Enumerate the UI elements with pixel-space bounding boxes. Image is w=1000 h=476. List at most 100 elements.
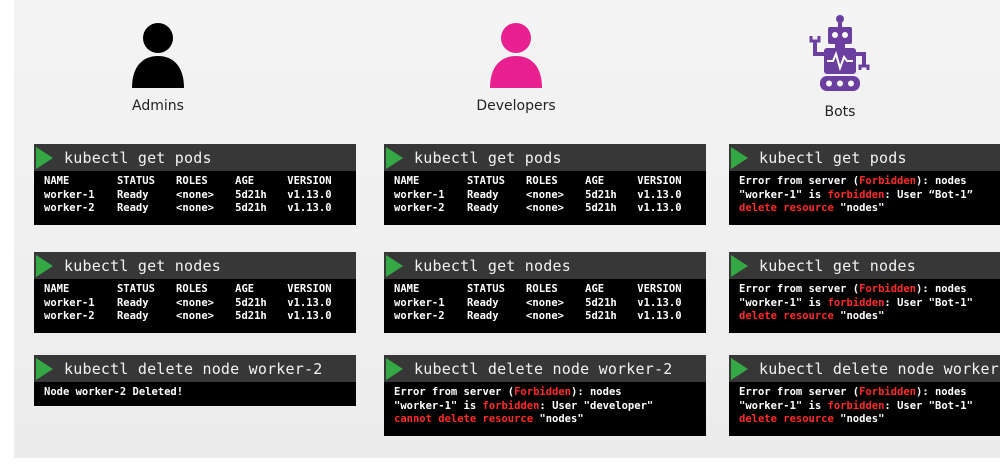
column-header: STATUS <box>466 283 505 295</box>
terminal-header: kubectl delete node worker-2 <box>384 355 706 382</box>
terminal-header: kubectl get pods <box>34 144 356 171</box>
output-line: Node worker-2 Deleted! <box>44 386 184 398</box>
terminal-header: kubectl delete node worker-2 <box>34 355 356 382</box>
table-cell: worker-1 <box>394 296 445 309</box>
user-icon <box>490 23 542 88</box>
table-row: worker-1 Ready <none> 5d21h v1.13.0 <box>44 189 346 203</box>
play-icon <box>36 357 53 380</box>
table-row: worker-2 Ready <none> 5d21h v1.13.0 <box>44 202 346 216</box>
column-header: VERSION <box>287 283 332 295</box>
table-cell: worker-1 <box>44 296 95 309</box>
column-header: STATUS <box>466 175 505 187</box>
table-cell: worker-2 <box>394 202 445 214</box>
terminal-output: NAME STATUS ROLES AGE VERSION worker-1 R… <box>34 171 356 222</box>
terminal-output: NAME STATUS ROLES AGE VERSION worker-1 R… <box>384 171 706 222</box>
column-header: NAME <box>44 175 70 187</box>
command-text: kubectl get nodes <box>759 256 916 275</box>
table-cell: 5d21h <box>585 202 617 214</box>
table-cell: 5d21h <box>585 188 617 201</box>
error-line: Error from server (Forbidden): nodes <box>739 386 967 398</box>
play-icon <box>386 357 403 380</box>
error-line: "worker-1" is forbidden: User "Bot-1" <box>739 399 973 412</box>
table-cell: 5d21h <box>585 310 617 322</box>
terminal-admins-delete-node: kubectl delete node worker-2 Node worker… <box>34 355 356 406</box>
terminal-bots-delete-node: kubectl delete node worker-2 Error from … <box>729 355 1000 436</box>
output-table: NAME STATUS ROLES AGE VERSION worker-1 R… <box>44 175 346 216</box>
terminal-output: Error from server (Forbidden): nodes "wo… <box>729 382 1000 433</box>
table-cell: Ready <box>466 296 499 309</box>
table-cell: Ready <box>116 310 149 322</box>
table-cell: <none> <box>526 310 564 322</box>
play-icon <box>731 357 748 380</box>
terminal-header: kubectl get nodes <box>729 252 1000 279</box>
command-text: kubectl delete node worker-2 <box>414 359 673 378</box>
play-icon <box>386 254 403 277</box>
table-cell: v1.13.0 <box>637 202 682 214</box>
column-header: AGE <box>585 175 605 187</box>
error-line: Error from server (Forbidden): nodes <box>739 175 967 187</box>
terminal-developers-delete-node: kubectl delete node worker-2 Error from … <box>384 355 706 436</box>
column-header: STATUS <box>116 175 155 187</box>
persona-label: Bots <box>824 104 856 120</box>
error-line: "worker-1" is forbidden: User "Bot-1" <box>739 296 973 309</box>
terminal-header: kubectl get nodes <box>384 252 706 279</box>
terminal-header: kubectl get nodes <box>34 252 356 279</box>
command-text: kubectl delete node worker-2 <box>64 359 323 378</box>
table-cell: v1.13.0 <box>287 188 332 201</box>
table-cell: v1.13.0 <box>287 310 332 322</box>
table-cell: 5d21h <box>235 310 267 322</box>
robot-icon <box>809 15 870 91</box>
command-text: kubectl get nodes <box>64 256 221 275</box>
table-cell: Ready <box>466 202 499 214</box>
error-line: "worker-1" is forbidden: User “Bot-1” <box>739 188 973 201</box>
output-table: NAME STATUS ROLES AGE VERSION worker-1 R… <box>394 283 696 324</box>
table-row: worker-2 Ready <none> 5d21h v1.13.0 <box>394 202 696 216</box>
table-cell: worker-1 <box>44 188 95 201</box>
terminal-developers-get-nodes: kubectl get nodes NAME STATUS ROLES AGE … <box>384 252 706 333</box>
persona-developers: Developers <box>461 20 571 114</box>
terminal-output: Node worker-2 Deleted! <box>34 382 356 406</box>
column-header: VERSION <box>637 175 682 187</box>
error-line: delete resource "nodes" <box>739 413 885 425</box>
column-header: NAME <box>394 175 420 187</box>
play-icon <box>731 254 748 277</box>
column-header: ROLES <box>526 283 558 295</box>
table-cell: v1.13.0 <box>637 296 682 309</box>
table-header-row: NAME STATUS ROLES AGE VERSION <box>394 283 696 297</box>
table-cell: worker-2 <box>394 310 445 322</box>
table-header-row: NAME STATUS ROLES AGE VERSION <box>44 283 346 297</box>
table-cell: v1.13.0 <box>287 202 332 214</box>
terminal-bots-get-nodes: kubectl get nodes Error from server (For… <box>729 252 1000 333</box>
terminal-header: kubectl delete node worker-2 <box>729 355 1000 382</box>
table-cell: worker-1 <box>394 188 445 201</box>
table-cell: Ready <box>116 188 149 201</box>
slide-canvas: Admins Developers Bots <box>14 0 1000 458</box>
terminal-developers-get-pods: kubectl get pods NAME STATUS ROLES AGE V… <box>384 144 706 225</box>
terminal-header: kubectl get pods <box>384 144 706 171</box>
table-row: worker-1 Ready <none> 5d21h v1.13.0 <box>44 297 346 311</box>
output-table: NAME STATUS ROLES AGE VERSION worker-1 R… <box>44 283 346 324</box>
play-icon <box>731 146 748 169</box>
column-header: ROLES <box>176 283 208 295</box>
table-cell: 5d21h <box>235 202 267 214</box>
table-cell: worker-2 <box>44 310 95 322</box>
output-table: NAME STATUS ROLES AGE VERSION worker-1 R… <box>394 175 696 216</box>
terminal-output: NAME STATUS ROLES AGE VERSION worker-1 R… <box>384 279 706 330</box>
column-header: NAME <box>44 283 70 295</box>
table-header-row: NAME STATUS ROLES AGE VERSION <box>394 175 696 189</box>
table-cell: <none> <box>176 202 214 214</box>
table-cell: v1.13.0 <box>637 188 682 201</box>
table-cell: 5d21h <box>235 296 267 309</box>
table-cell: Ready <box>466 188 499 201</box>
table-row: worker-1 Ready <none> 5d21h v1.13.0 <box>394 189 696 203</box>
column-header: AGE <box>235 283 255 295</box>
error-line: "worker-1" is forbidden: User "developer… <box>394 399 654 412</box>
terminal-header: kubectl get pods <box>729 144 1000 171</box>
table-cell: Ready <box>116 296 149 309</box>
table-cell: Ready <box>466 310 499 322</box>
column-header: VERSION <box>637 283 682 295</box>
terminal-output: Error from server (Forbidden): nodes "wo… <box>729 171 1000 222</box>
play-icon <box>36 254 53 277</box>
command-text: kubectl get pods <box>414 148 562 167</box>
table-header-row: NAME STATUS ROLES AGE VERSION <box>44 175 346 189</box>
